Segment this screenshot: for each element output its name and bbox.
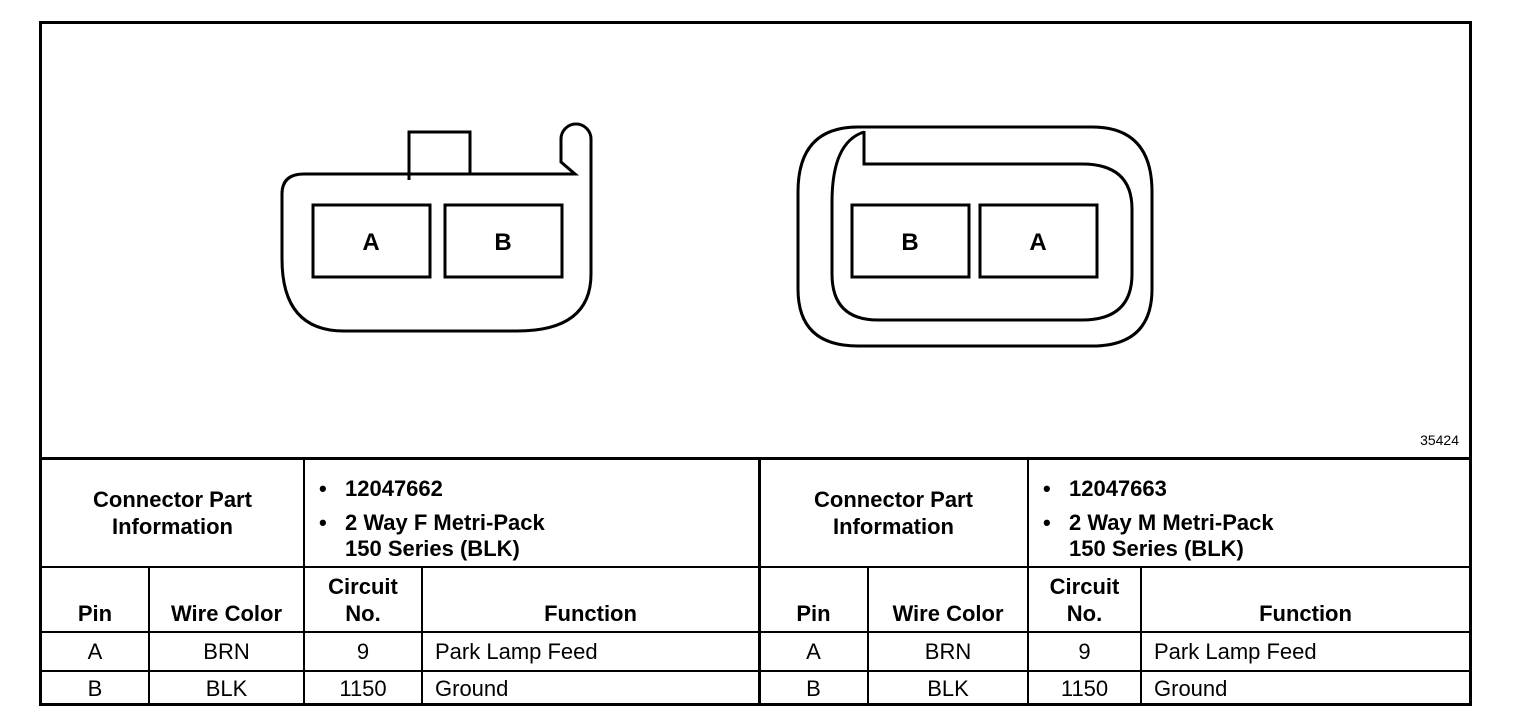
- connector-1-header-function: Function: [423, 568, 760, 633]
- connector-1-header-circuit: Circuit No.: [305, 568, 423, 633]
- male-pin-label-2: A: [1029, 229, 1046, 256]
- female-pin-label-1: A: [362, 229, 379, 256]
- figure-id: 35424: [1420, 432, 1459, 448]
- connector-diagram: A B B A: [280, 122, 1154, 348]
- connector-1-series: 150 Series (BLK): [345, 536, 520, 561]
- connector-1-row-1-wire-color: BRN: [150, 633, 305, 672]
- male-pin-label-1: B: [901, 229, 918, 256]
- female-pin-label-2: B: [494, 229, 511, 256]
- diagram-table-divider: [42, 457, 1469, 460]
- connector-1-row-2-function: Ground: [423, 672, 760, 706]
- connector-2-row-2-pin: B: [760, 672, 869, 706]
- connector-sheet: A B B A 35424 Connector Part Information…: [39, 21, 1472, 706]
- connector-2-info-label: Connector Part Information: [760, 460, 1029, 568]
- connector-1-part-details: •12047662 •2 Way F Metri-Pack 150 Series…: [305, 460, 760, 568]
- connector-2-header-pin: Pin: [760, 568, 869, 633]
- connector-1-header-wire-color: Wire Color: [150, 568, 305, 633]
- connector-2-row-2-function: Ground: [1154, 676, 1228, 701]
- connector-1-row-2-pin: B: [42, 672, 150, 706]
- connector-2-row-1-wire-color: BRN: [869, 633, 1029, 672]
- male-pin-cavity-2: [978, 203, 1099, 279]
- connector-2-header-circuit: Circuit No.: [1029, 568, 1142, 633]
- connector-2-series: 150 Series (BLK): [1069, 536, 1244, 561]
- male-pin-cavity-1: [850, 203, 971, 279]
- connector-2-row-1-circuit: 9: [1029, 633, 1142, 672]
- connector-2-row-1-function: Park Lamp Feed: [1142, 633, 1469, 672]
- connector-1-row-2-circuit: 1150: [305, 672, 423, 706]
- connector-1-header-pin: Pin: [42, 568, 150, 633]
- connector-1-row-1-pin: A: [42, 633, 150, 672]
- connector-2-row-1-pin: A: [760, 633, 869, 672]
- connector-1-row-1-circuit: 9: [305, 633, 423, 672]
- female-pin-cavity-1: [311, 203, 432, 279]
- connector-2-part-details: •12047663 •2 Way M Metri-Pack 150 Series…: [1029, 460, 1469, 568]
- connector-1-row-1-function: Park Lamp Feed: [423, 633, 760, 672]
- male-connector-face: [796, 125, 1154, 348]
- connector-2-row-2-wire-color: BLK: [869, 672, 1029, 706]
- connector-block-separator: [758, 460, 761, 706]
- connector-2-header-wire-color: Wire Color: [869, 568, 1029, 633]
- connector-2-header-function: Function: [1142, 568, 1469, 633]
- connector-1-description: 2 Way F Metri-Pack: [345, 510, 545, 535]
- connector-1-info-label: Connector Part Information: [42, 460, 305, 568]
- connector-2-part-number: 12047663: [1069, 476, 1167, 501]
- connector-1-part-number: 12047662: [345, 476, 443, 501]
- connector-1-row-2-wire-color: BLK: [150, 672, 305, 706]
- female-pin-cavity-2: [443, 203, 564, 279]
- connector-2-description: 2 Way M Metri-Pack: [1069, 510, 1274, 535]
- female-connector-face: [280, 122, 593, 333]
- connector-2-row-2-circuit: 1150: [1029, 672, 1142, 706]
